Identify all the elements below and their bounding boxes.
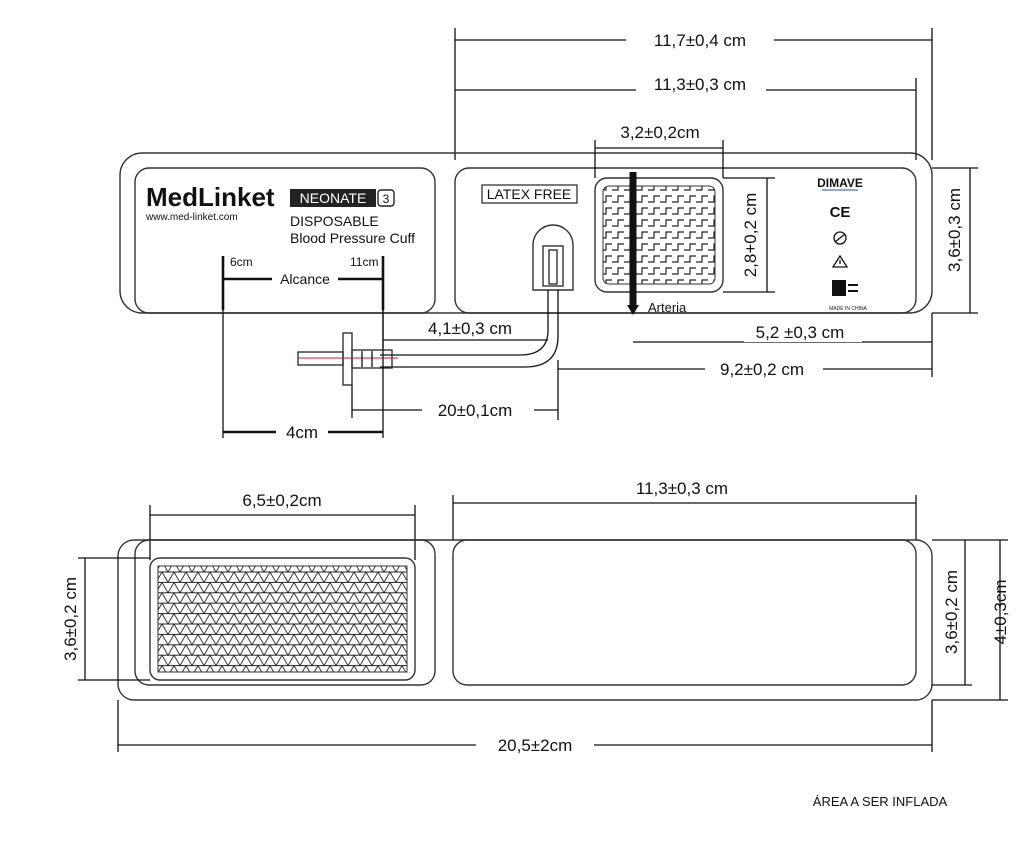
dim-bottom-panel-width-label: 11,3±0,3 cm <box>636 479 728 498</box>
dim-tube-length: 20±0,1cm <box>351 385 558 420</box>
dim-tube-right-label: 9,2±0,2 cm <box>720 360 804 379</box>
range-indicator: 6cm 11cm Alcance <box>221 255 385 310</box>
cuff-outline-top <box>119 152 933 314</box>
manufacturer-logo: DIMAVE <box>817 176 863 190</box>
inflatable-area <box>149 557 416 681</box>
no-latex-icon <box>833 231 847 245</box>
manufacturer-icon <box>832 280 858 296</box>
dim-left-height-label: 3,6±0,2 cm <box>61 577 80 661</box>
dim-window-width-label: 3,2±0,2cm <box>620 123 699 142</box>
size-badge: NEONATE <box>300 190 367 206</box>
dim-tube-offset-label: 4,1±0,3 cm <box>428 319 512 338</box>
dim-artery-offset-label: 5,2 ±0,3 cm <box>756 323 845 342</box>
dim-window-height-label: 2,8+0,2 cm <box>741 193 760 278</box>
dim-tube-length-label: 20±0,1cm <box>438 401 513 420</box>
dim-range-label: 4cm <box>286 423 318 442</box>
size-number: 3 <box>383 192 390 206</box>
range-label: Alcance <box>280 271 330 287</box>
dim-total-length: 20,5±2cm <box>117 700 933 757</box>
dim-right-outer-height: 4±0,3cm <box>932 539 1010 701</box>
brand-url: www.med-linket.com <box>145 212 238 223</box>
dim-inflate-width: 6,5±0,2cm <box>149 491 416 560</box>
product-line-1: DISPOSABLE <box>290 213 379 229</box>
dim-inflate-width-label: 6,5±0,2cm <box>242 491 321 510</box>
range-max: 11cm <box>350 255 378 269</box>
dim-tube-right: 9,2±0,2 cm <box>557 350 933 420</box>
artery-label: Arteria <box>648 300 687 315</box>
dim-artery-offset: 5,2 ±0,3 cm <box>633 313 933 350</box>
dim-panel-width: 11,3±0,3 cm <box>455 74 917 160</box>
warning-icon <box>831 254 849 268</box>
dim-tube-offset: 4,1±0,3 cm <box>382 310 548 348</box>
dim-right-inner-height-label: 3,6±0,2 cm <box>942 570 961 654</box>
dim-bottom-panel-width: 11,3±0,3 cm <box>452 479 917 540</box>
range-min: 6cm <box>230 255 253 269</box>
inflatable-hatch <box>157 565 408 673</box>
dim-cuff-height: 3,6±0,3 cm <box>932 167 978 314</box>
bladder-panel <box>454 167 917 314</box>
artery-window: Arteria <box>594 172 724 315</box>
dim-panel-width-label: 11,3±0,3 cm <box>654 75 746 94</box>
product-line-2: Blood Pressure Cuff <box>290 230 415 246</box>
dim-window-width: 3,2±0,2cm <box>594 123 724 178</box>
dim-right-outer-height-label: 4±0,3cm <box>991 579 1010 644</box>
dim-total-length-label: 20,5±2cm <box>498 736 573 755</box>
brand-name: MedLinket <box>146 182 275 212</box>
inflate-area-caption: ÁREA A SER INFLADA <box>813 794 948 809</box>
dim-cuff-height-label: 3,6±0,3 cm <box>945 188 964 272</box>
dim-right-inner-height: 3,6±0,2 cm <box>932 540 972 686</box>
tube-port <box>532 224 574 291</box>
latex-free-label: LATEX FREE <box>487 186 572 202</box>
dim-total-width-label: 11,7±0,4 cm <box>654 31 746 50</box>
dim-range: 4cm <box>222 310 384 442</box>
label-panel <box>134 167 436 314</box>
dim-left-height: 3,6±0,2 cm <box>61 557 150 681</box>
dim-total-width: 11,7±0,4 cm <box>454 28 933 160</box>
ce-mark: CE <box>830 204 851 221</box>
tube <box>297 290 559 386</box>
size-badge-box <box>290 189 376 207</box>
dim-window-height: 2,8+0,2 cm <box>723 177 775 293</box>
made-in-label: MADE IN CHINA <box>829 306 867 312</box>
